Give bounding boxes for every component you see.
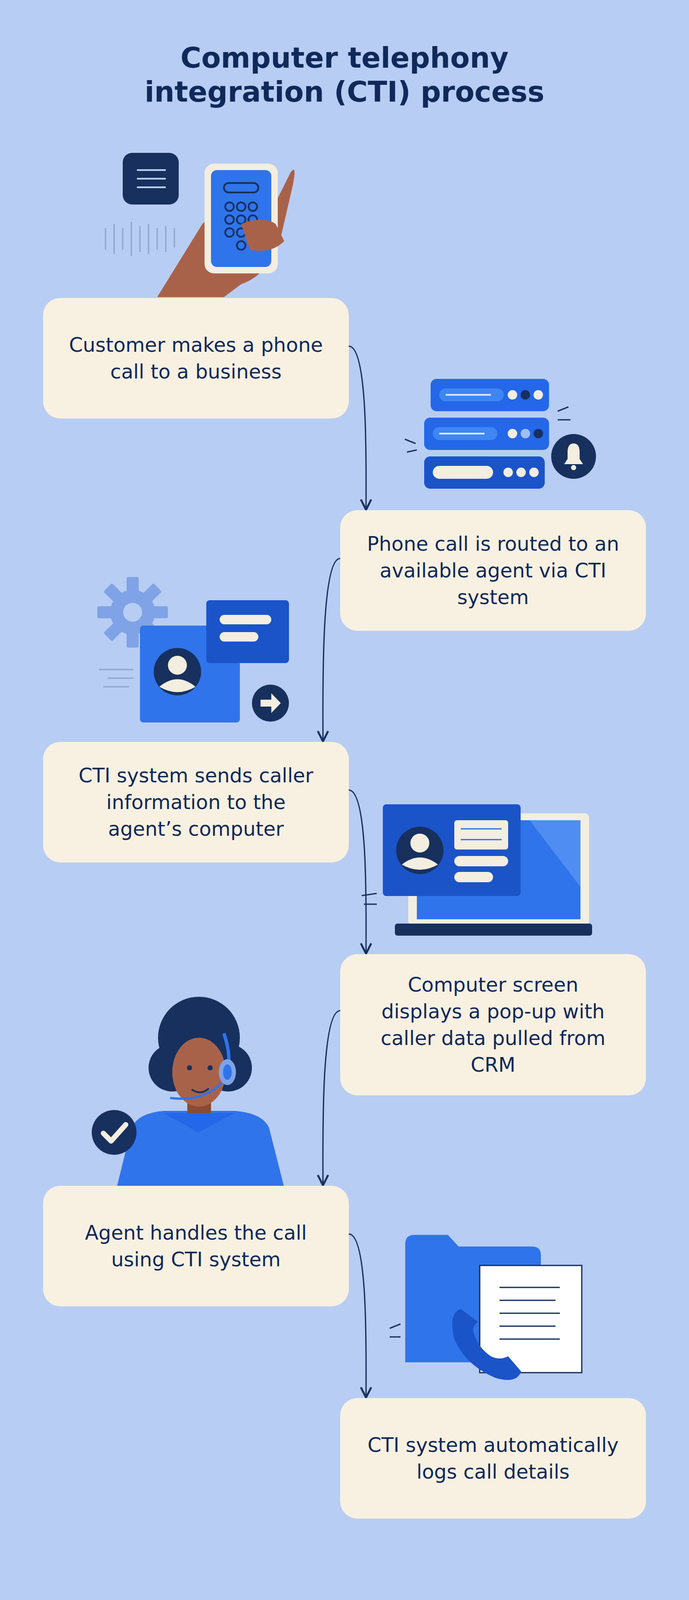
step-box: Phone call is routed to an available age… [340,510,646,631]
server-icon [404,378,596,489]
step-box: CTI system automatically logs call detai… [340,1398,646,1519]
caller-info-icon [82,562,289,723]
flow-arrow [322,558,341,741]
step-text: Customer makes a phone call to a busines… [68,331,323,385]
flow-arrow [348,1234,367,1397]
step-text: CTI system sends caller information to t… [68,762,323,843]
agent-icon [91,996,284,1186]
folder-icon [389,1235,582,1381]
step-box: Customer makes a phone call to a busines… [43,297,349,419]
laptop-icon [361,804,593,936]
step-text: Agent handles the call using CTI system [68,1219,323,1273]
step-text: Phone call is routed to an available age… [366,530,621,611]
step-box: CTI system sends caller information to t… [43,741,349,863]
phone-icon [105,152,295,298]
step-text: Computer screen displays a pop-up with c… [366,971,621,1079]
step-text: CTI system automatically logs call detai… [366,1431,621,1486]
diagram-title: Computer telephony integration (CTI) pro… [86,40,603,109]
step-box: Agent handles the call using CTI system [43,1185,349,1307]
flow-arrow [348,346,367,509]
flow-arrow [348,790,367,953]
step-box: Computer screen displays a pop-up with c… [340,954,646,1096]
flow-arrow [322,1010,341,1185]
